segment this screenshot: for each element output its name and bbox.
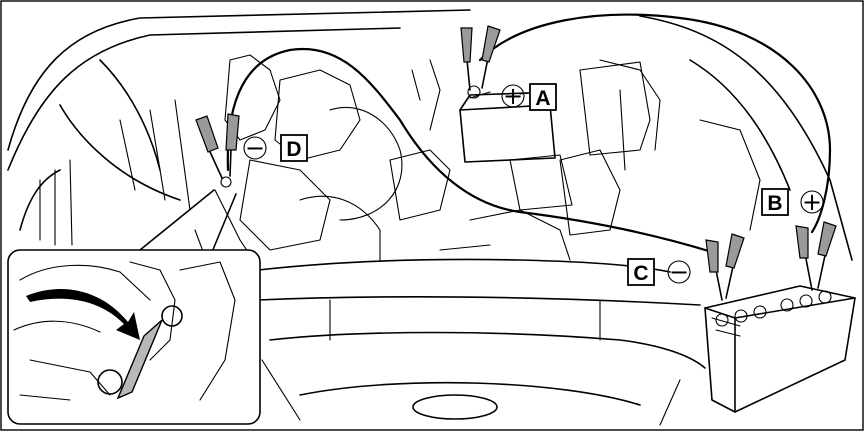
label-c-polarity: − [669,258,689,286]
label-a-polarity: + [503,82,523,110]
ground-point-inset [8,250,260,424]
label-d-letter: D [286,138,301,161]
label-d-polarity: − [245,134,265,162]
label-b-letter: B [767,192,782,215]
label-a-letter: A [535,87,550,110]
label-c-letter: C [633,262,648,285]
label-b-polarity: + [802,188,822,216]
